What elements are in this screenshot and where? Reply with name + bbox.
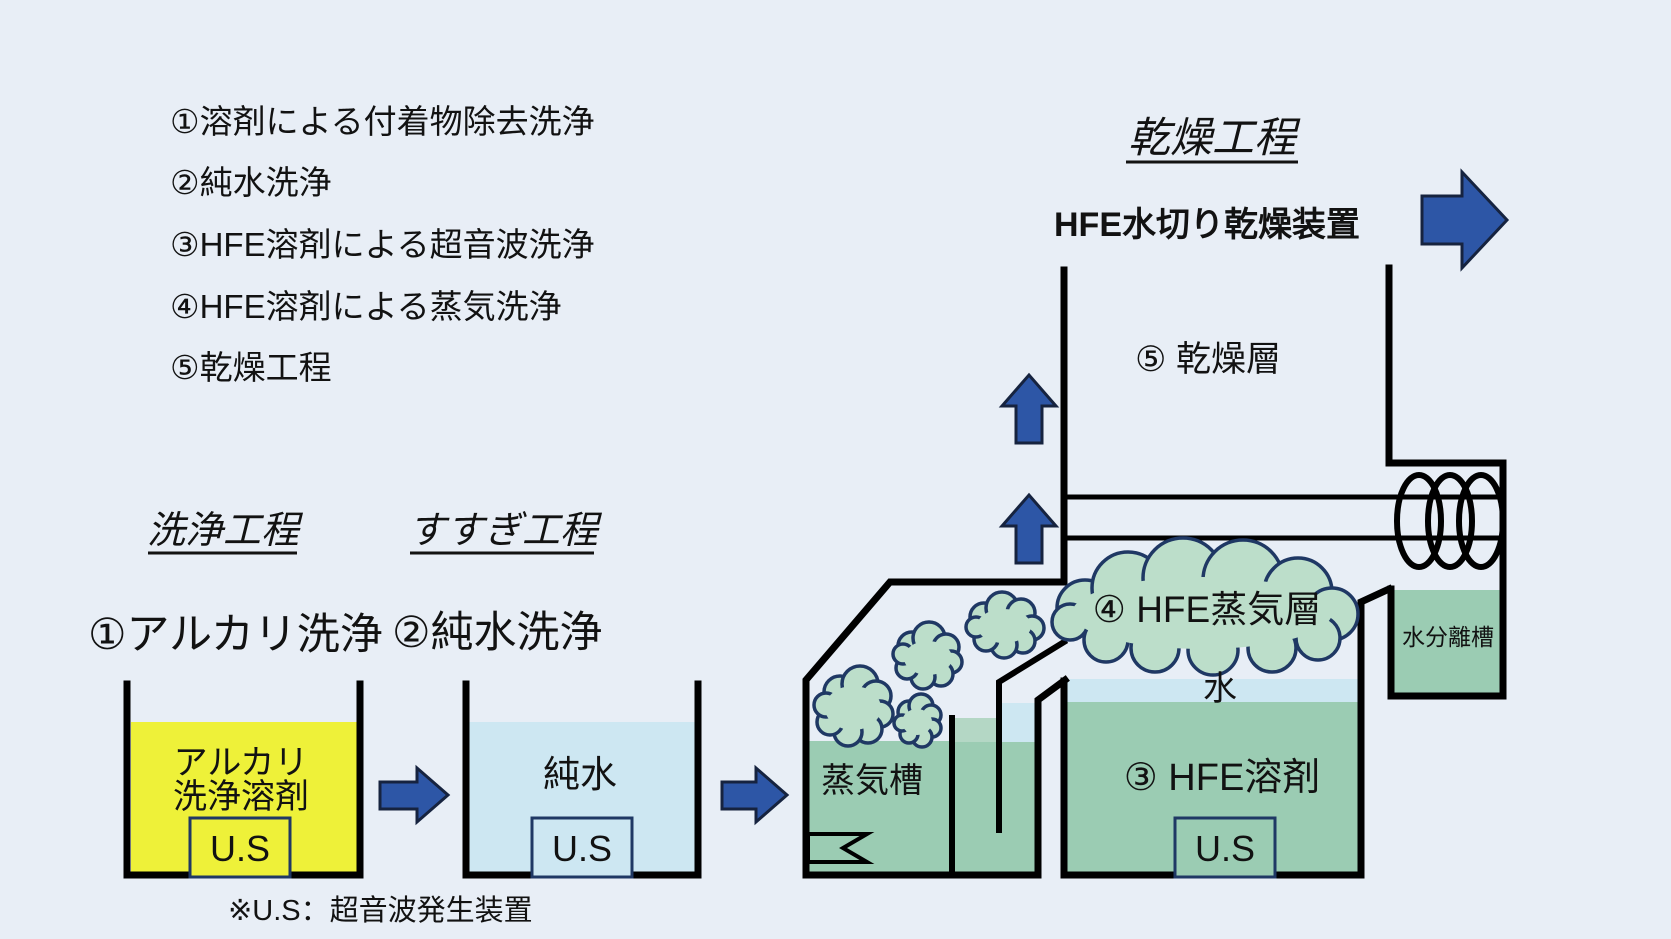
hfe-water-layer bbox=[1067, 679, 1359, 702]
drying-chamber-right-wall bbox=[1385, 264, 1507, 700]
separator-liquid bbox=[1393, 590, 1502, 696]
process-list-item-4: ④HFE溶剤による蒸気洗浄 bbox=[170, 288, 562, 325]
tank-liquids bbox=[131, 590, 1502, 875]
flow-arrow-rinse-to-vapor bbox=[720, 764, 790, 826]
mid-compartment-liquid-1 bbox=[950, 742, 999, 875]
us-box-hfe bbox=[1173, 816, 1277, 879]
us-label-pure-water: U.S bbox=[552, 828, 612, 869]
process-list-item-2: ②純水洗浄 bbox=[170, 164, 332, 201]
hfe-solvent-label: ③ HFE溶剤 bbox=[1124, 757, 1321, 799]
drying-section-title: 乾燥工程 bbox=[1128, 114, 1301, 161]
pure-water-label: 純水 bbox=[543, 754, 617, 795]
vapor-up-arrow-2 bbox=[998, 492, 1060, 565]
vapor-tank-liquid bbox=[809, 741, 950, 875]
mid-compartment-liquid-2 bbox=[999, 742, 1038, 875]
steam-cloud-small-4 bbox=[892, 692, 943, 749]
hfe-vapor-layer-label: ④ HFE蒸気層 bbox=[1093, 589, 1321, 630]
separator-tank-label: 水分離槽 bbox=[1402, 624, 1494, 650]
flow-arrow-wash-to-rinse bbox=[378, 764, 451, 826]
rinsing-step-label: ②純水洗浄 bbox=[392, 609, 603, 657]
overflow-chute bbox=[996, 637, 1069, 833]
us-footnote: ※U.S：超音波発生装置 bbox=[228, 894, 533, 927]
steam-cloud-small-1 bbox=[812, 664, 895, 748]
process-list-item-1: ①溶剤による付着物除去洗浄 bbox=[170, 103, 595, 140]
mid-water-strip bbox=[999, 703, 1038, 742]
drying-device-label: HFE水切り乾燥装置 bbox=[1054, 206, 1360, 244]
flow-arrow-exit bbox=[1420, 168, 1510, 272]
washing-step-label: ①アルカリ洗浄 bbox=[88, 611, 383, 659]
washing-section-title: 洗浄工程 bbox=[147, 510, 304, 552]
hfe-water-label: 水 bbox=[1203, 670, 1237, 708]
rinsing-section-title: すすぎ工程 bbox=[408, 510, 603, 552]
hfe-vapor-cloud bbox=[1050, 536, 1360, 677]
steam-cloud-small-2 bbox=[891, 620, 964, 691]
overflow-strip bbox=[950, 718, 999, 742]
process-list: ①溶剤による付着物除去洗浄 ②純水洗浄 ③HFE溶剤による超音波洗浄 ④HFE溶… bbox=[170, 103, 595, 386]
drying-chamber-label: ⑤ 乾燥層 bbox=[1135, 340, 1281, 379]
alkali-label-line2: 洗浄溶剤 bbox=[173, 778, 309, 816]
vapor-tank-walls bbox=[802, 578, 1070, 879]
us-box-alkali bbox=[188, 816, 292, 879]
us-label-alkali: U.S bbox=[210, 828, 270, 869]
alkali-label-line1: アルカリ bbox=[174, 744, 309, 782]
process-list-item-5: ⑤乾燥工程 bbox=[170, 349, 332, 386]
hfe-tank-walls bbox=[1060, 584, 1394, 879]
condenser-coil-icon bbox=[1394, 472, 1506, 570]
section-headers: 乾燥工程 HFE水切り乾燥装置 洗浄工程 すすぎ工程 ①アルカリ洗浄 ②純水洗浄 bbox=[88, 114, 1360, 659]
vapor-tank-label: 蒸気槽 bbox=[821, 762, 923, 800]
vapor-up-arrow-1 bbox=[998, 372, 1060, 445]
us-box-pure-water bbox=[530, 816, 634, 879]
tank-labels: アルカリ 洗浄溶剤 U.S 純水 U.S 蒸気槽 ④ HFE蒸気層 水 ③ HF… bbox=[173, 340, 1494, 869]
us-label-hfe: U.S bbox=[1195, 828, 1255, 869]
process-list-item-3: ③HFE溶剤による超音波洗浄 bbox=[170, 226, 595, 263]
separator-tank-walls bbox=[1387, 585, 1507, 700]
steam-cloud-small-3 bbox=[964, 590, 1046, 660]
structure-lines bbox=[123, 264, 1507, 879]
